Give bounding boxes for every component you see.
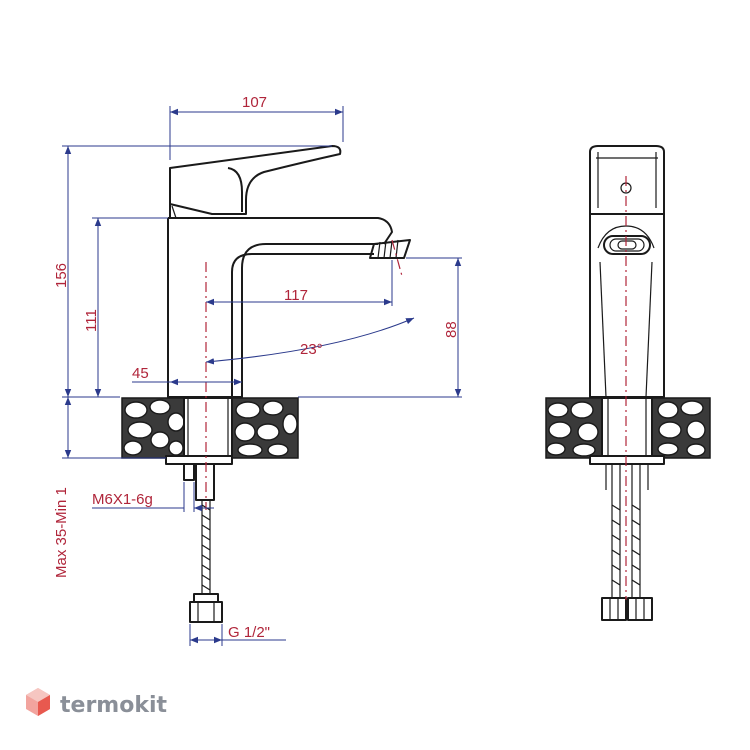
- dim-label-107: 107: [242, 94, 267, 111]
- cube-icon: [26, 688, 50, 716]
- counter-slab-left: [121, 397, 299, 465]
- side-view: 107 156 111 117 23° 88 45 Max 35-Min 1 M…: [53, 94, 462, 646]
- dim-label-156: 156: [53, 263, 70, 288]
- dim-label-max-min: Max 35-Min 1: [53, 487, 70, 578]
- dim-label-117: 117: [284, 287, 308, 304]
- side-dimension-lines: [62, 106, 462, 646]
- dim-label-111: 111: [83, 309, 100, 332]
- dim-label-88: 88: [443, 321, 460, 338]
- brand-logo: termokit: [26, 688, 167, 718]
- dim-label-thread-stud: M6X1-6g: [92, 491, 153, 508]
- dim-label-hose-thread: G 1/2": [228, 624, 270, 641]
- front-view: [545, 145, 711, 621]
- dim-label-45: 45: [132, 365, 149, 382]
- spout-axis: [391, 239, 403, 277]
- brand-name: termokit: [60, 693, 167, 718]
- faucet-body-side: [167, 145, 411, 623]
- dim-label-23-degree: 23°: [300, 341, 323, 358]
